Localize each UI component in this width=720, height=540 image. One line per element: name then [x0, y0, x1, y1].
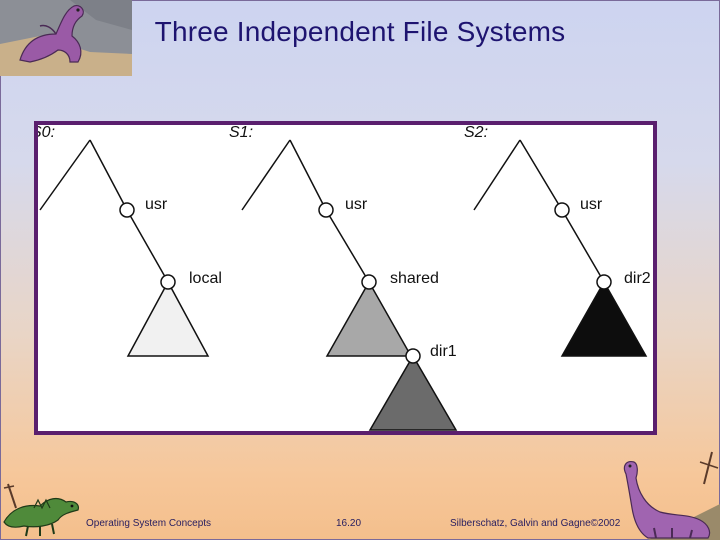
edge-root-left [39, 139, 91, 211]
node-label-usr: usr [580, 196, 603, 213]
system-label-s2: S2: [464, 124, 488, 141]
edge-usr-local [126, 209, 169, 283]
dinosaur-clipart-top-left [0, 0, 132, 76]
edge-usr-dir2 [561, 209, 605, 283]
subtree-triangle-dir2 [560, 280, 648, 357]
node-shared [361, 274, 377, 290]
node-label-dir1: dir1 [430, 343, 457, 360]
node-label-local: local [189, 270, 222, 287]
node-label-usr: usr [145, 196, 168, 213]
node-label-dir2: dir2 [624, 270, 651, 287]
subtree-triangle-local [126, 280, 210, 357]
node-label-shared: shared [390, 270, 439, 287]
dinosaur-clipart-bottom-left [3, 483, 79, 537]
footer-course-title: Operating System Concepts [86, 518, 212, 529]
dinosaur-clipart-bottom-right [623, 451, 720, 540]
node-dir1 [405, 348, 421, 364]
file-systems-diagram: S0: usr local S1: usr shared dir1 [34, 124, 651, 431]
node-usr [119, 202, 135, 218]
file-system-s0: S0: usr local [34, 124, 222, 357]
footer-copyright: Silberschatz, Galvin and Gagne©2002 [450, 518, 621, 529]
figure-frame: S0: usr local S1: usr shared dir1 [34, 121, 657, 435]
subtree-triangle-shared [325, 280, 413, 357]
footer-slide-number: 16.20 [336, 518, 362, 529]
node-local [160, 274, 176, 290]
node-label-usr: usr [345, 196, 368, 213]
edge-root-usr [289, 139, 327, 211]
node-dir2 [596, 274, 612, 290]
edge-usr-shared [325, 209, 370, 283]
edge-root-left [473, 139, 521, 211]
node-usr [318, 202, 334, 218]
system-label-s1: S1: [229, 124, 253, 141]
slide-title: Three Independent File Systems [154, 16, 566, 47]
file-system-s1: S1: usr shared dir1 [229, 124, 458, 431]
edge-root-left [241, 139, 291, 211]
edge-root-usr [519, 139, 563, 211]
file-system-s2: S2: usr dir2 [464, 124, 651, 357]
system-label-s0: S0: [34, 124, 55, 141]
edge-root-usr [89, 139, 128, 211]
subtree-triangle-dir1 [368, 354, 458, 431]
node-usr [554, 202, 570, 218]
